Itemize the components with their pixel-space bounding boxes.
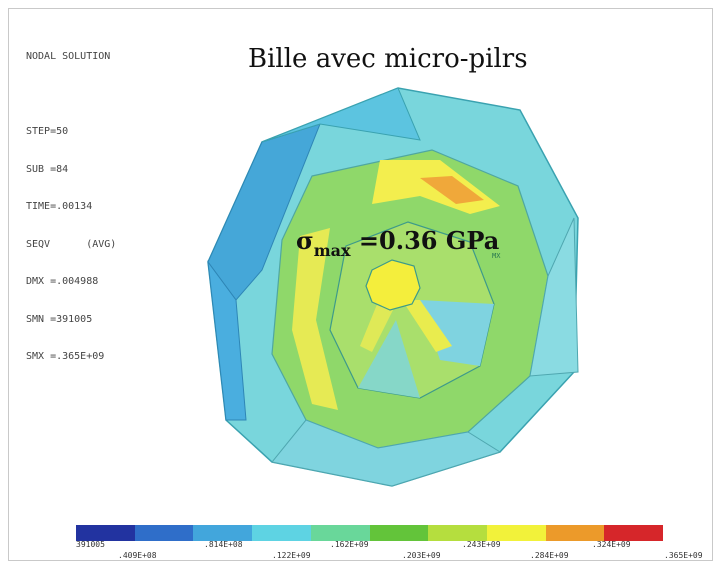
info-line: SMN =391005 [26, 313, 93, 325]
center-pillar [365, 259, 421, 311]
legend-label: .284E+09 [530, 551, 569, 560]
color-legend-bar [76, 525, 664, 541]
legend-tick-labels: 391005 .814E+08 .162E+09 .243E+09 .324E+… [0, 540, 717, 564]
stress-streak [360, 302, 396, 352]
legend-label: .243E+09 [462, 540, 501, 549]
info-line: STEP=50 [26, 126, 69, 137]
sigma-symbol: σ [296, 226, 314, 255]
legend-swatch [486, 525, 546, 541]
legend-swatch [545, 525, 605, 541]
shell-bottom-face [271, 419, 502, 487]
legend-swatch [193, 525, 253, 541]
stress-low-wedge-lower [358, 320, 420, 398]
legend-label: .814E+08 [204, 540, 243, 549]
sigma-subscript: max [313, 241, 351, 260]
shell-left-face [207, 260, 247, 421]
legend-swatch [428, 525, 487, 541]
legend-swatch [369, 525, 429, 541]
plot-title: Bille avec micro-pilrs [248, 44, 528, 74]
viewport-frame [8, 8, 713, 561]
legend-label: .365E+09 [664, 551, 703, 560]
legend-swatch [310, 525, 370, 541]
stress-contour-model: MX [207, 87, 579, 487]
legend-label: .409E+08 [118, 551, 157, 560]
info-line: DMX =.004988 [26, 276, 99, 287]
legend-label: .122E+09 [272, 551, 311, 560]
legend-swatch [252, 525, 311, 541]
stress-hotzone-peak [420, 176, 484, 204]
info-line: SEQV (AVG) [26, 238, 117, 250]
info-line: NODAL SOLUTION [26, 51, 111, 62]
max-stress-value: =0.36 GPa [350, 226, 500, 255]
shell-right-face [529, 217, 579, 377]
legend-label: .203E+09 [402, 551, 441, 560]
legend-swatch [76, 525, 135, 541]
node-marker: MX [492, 252, 501, 260]
info-line: SUB =84 [26, 163, 69, 175]
stress-band-left [292, 228, 338, 410]
legend-label: .324E+09 [592, 540, 631, 549]
legend-swatch [134, 525, 194, 541]
legend-label: .162E+09 [330, 540, 369, 549]
stress-streak [402, 300, 452, 352]
max-stress-annotation: σmax =0.36 GPa [296, 226, 500, 260]
solution-info-block: NODAL SOLUTION STEP=50 SUB =84 TIME=.001… [26, 26, 116, 376]
legend-label: 391005 [76, 540, 105, 549]
info-line: TIME=.00134 [26, 201, 93, 212]
shell-top-bevel [261, 87, 421, 143]
info-line: SMX =.365E+09 [26, 351, 105, 362]
legend-swatch [604, 525, 664, 541]
